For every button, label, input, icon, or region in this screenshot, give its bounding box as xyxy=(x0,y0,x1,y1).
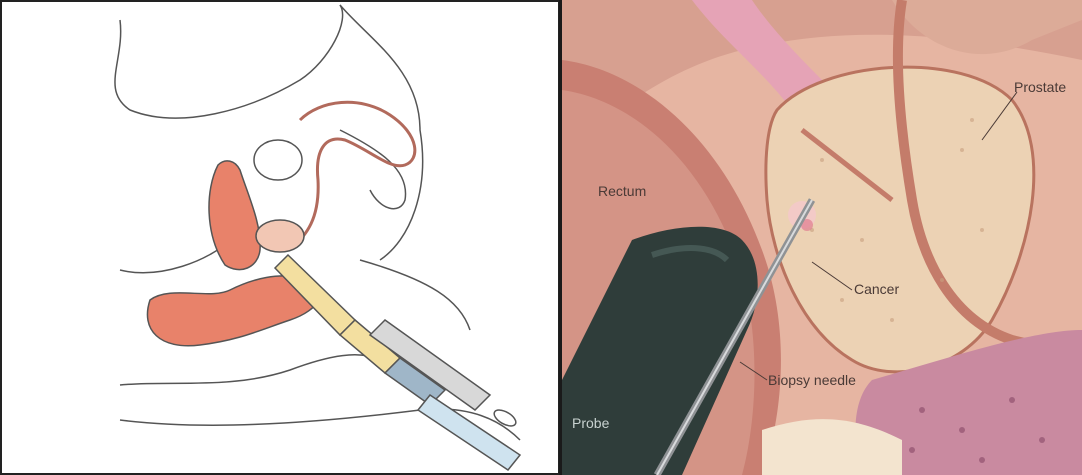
illustrated-biopsy-diagram: Prostate Rectum Cancer Biopsy needle Pro… xyxy=(562,0,1082,475)
sagittal-section-illustration xyxy=(0,0,562,475)
label-prostate: Prostate xyxy=(1014,79,1066,95)
label-cancer: Cancer xyxy=(854,281,899,297)
perineum-outline xyxy=(360,260,470,330)
pubic-bone xyxy=(254,140,302,180)
body-outline-top xyxy=(115,5,343,118)
needle-grip-ring xyxy=(492,407,519,429)
prostate-gland xyxy=(256,220,304,252)
biopsy-illustration: Prostate Rectum Cancer Biopsy needle Pro… xyxy=(562,0,1082,475)
bladder xyxy=(209,161,260,270)
label-probe: Probe xyxy=(572,415,610,431)
label-rectum: Rectum xyxy=(598,183,646,199)
line-art-biopsy-diagram xyxy=(0,0,562,475)
lower-outline xyxy=(120,355,380,385)
label-biopsy-needle: Biopsy needle xyxy=(768,372,856,388)
